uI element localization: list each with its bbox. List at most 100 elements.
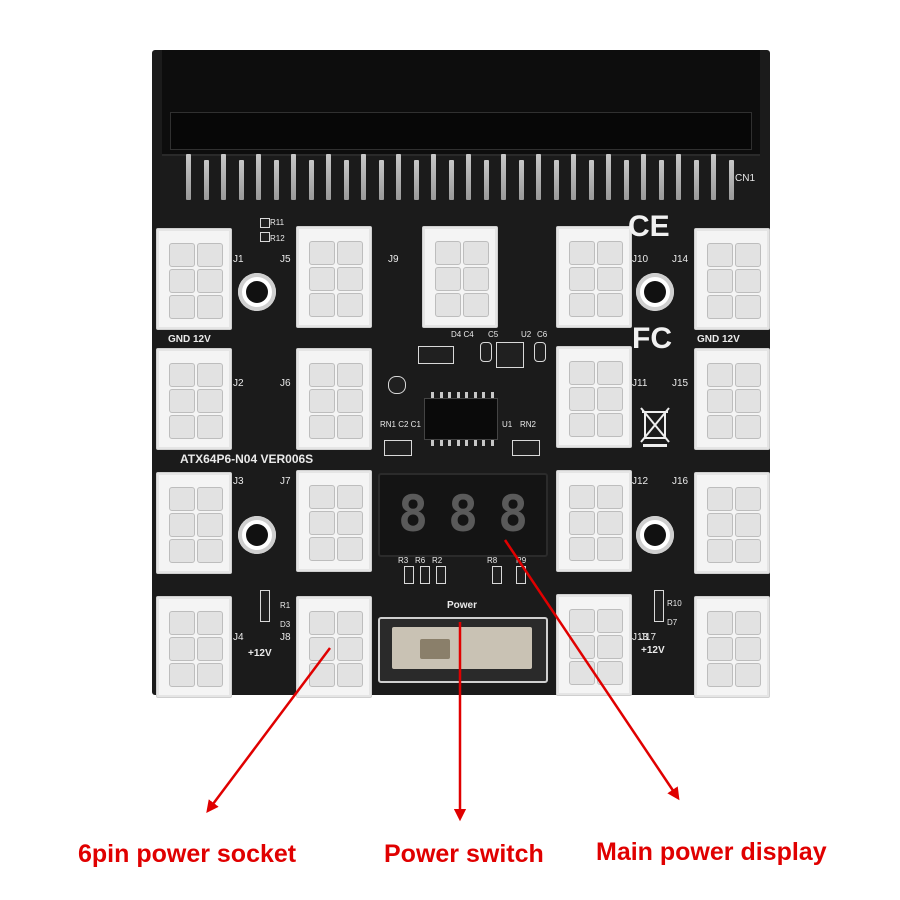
trim-pot	[388, 376, 406, 394]
chip-leg	[490, 440, 494, 446]
socket-pin-cavity	[735, 611, 761, 635]
socket-pin-cavity	[337, 511, 363, 535]
label-u2: U2	[521, 330, 532, 339]
socket-j15	[694, 348, 770, 450]
socket-pin-cavity	[309, 663, 335, 687]
header-pin	[501, 154, 506, 200]
socket-pin-cavity	[463, 241, 489, 265]
socket-pin-cavity	[707, 539, 733, 563]
weee-bin-icon	[640, 407, 670, 447]
label-j13: J13	[632, 632, 649, 643]
socket-pin-cavity	[309, 511, 335, 535]
label-rn1-c2-c1: RN1 C2 C1	[380, 420, 421, 429]
socket-pin-cavity	[707, 295, 733, 319]
socket-pin-cavity	[707, 363, 733, 387]
mount-hole-br	[636, 516, 674, 554]
header-pins	[182, 154, 752, 242]
label-j9: J9	[388, 254, 399, 265]
socket-pin-cavity	[735, 295, 761, 319]
smd-r9	[516, 566, 526, 584]
label-c6: C6	[537, 330, 548, 339]
socket-pin-cavity	[735, 269, 761, 293]
socket-pin-cavity	[597, 661, 623, 685]
chip-leg	[448, 440, 451, 446]
socket-j6	[296, 348, 372, 450]
main-power-display: 8 8 8	[378, 473, 548, 557]
socket-pin-cavity	[309, 241, 335, 265]
display-digit-3: 8	[497, 485, 529, 543]
caption-power-switch: Power switch	[384, 840, 544, 868]
label-j17: J17	[640, 632, 657, 643]
socket-pin-cavity	[169, 637, 195, 661]
socket-pin-cavity	[707, 663, 733, 687]
smd-r12	[260, 232, 270, 242]
smd-cap-c6	[534, 342, 546, 362]
socket-j13	[556, 594, 632, 696]
socket-pin-cavity	[597, 387, 623, 411]
socket-pin-cavity	[435, 267, 461, 291]
mount-hole-bl	[238, 516, 276, 554]
socket-pin-cavity	[169, 663, 195, 687]
header-pin	[676, 154, 681, 200]
plus12v-right-label: +12V	[641, 645, 665, 656]
power-switch[interactable]	[378, 617, 548, 683]
smd-r2	[436, 566, 446, 584]
socket-pin-cavity	[337, 241, 363, 265]
socket-pin-cavity	[597, 635, 623, 659]
socket-pin-cavity	[169, 269, 195, 293]
label-j12: J12	[632, 476, 649, 487]
label-j5: J5	[280, 254, 291, 265]
socket-pin-cavity	[337, 537, 363, 561]
smd-r6	[420, 566, 430, 584]
header-pin	[203, 160, 209, 200]
rn1-array	[384, 440, 412, 456]
socket-pin-cavity	[735, 663, 761, 687]
socket-j5	[296, 226, 372, 328]
socket-pin-cavity	[337, 389, 363, 413]
socket-pin-cavity	[597, 609, 623, 633]
mount-hole-tl	[238, 273, 276, 311]
label-j7: J7	[280, 476, 291, 487]
socket-pin-cavity	[735, 487, 761, 511]
ce-mark: CE	[628, 210, 670, 243]
header-pin	[273, 160, 279, 200]
chip-leg	[448, 392, 451, 398]
label-j10: J10	[632, 254, 649, 265]
display-digit-2: 8	[447, 485, 479, 543]
socket-pin-cavity	[707, 513, 733, 537]
smd-led-d7	[654, 590, 664, 622]
socket-pin-cavity	[309, 389, 335, 413]
socket-pin-cavity	[169, 415, 195, 439]
socket-pin-cavity	[435, 293, 461, 317]
socket-pin-cavity	[569, 511, 595, 535]
socket-pin-cavity	[197, 269, 223, 293]
caption-6pin-socket: 6pin power socket	[78, 840, 297, 868]
socket-pin-cavity	[309, 267, 335, 291]
socket-pin-cavity	[569, 485, 595, 509]
socket-pin-cavity	[337, 637, 363, 661]
smd-cap-c5	[480, 342, 492, 362]
socket-pin-cavity	[735, 389, 761, 413]
header-pin	[728, 160, 734, 200]
label-j11: J11	[632, 378, 648, 389]
socket-pin-cavity	[309, 293, 335, 317]
socket-pin-cavity	[569, 609, 595, 633]
header-pin	[466, 154, 471, 200]
switch-knob[interactable]	[420, 639, 450, 659]
header-pin	[413, 160, 419, 200]
label-j8: J8	[280, 632, 291, 643]
chip-leg	[431, 392, 434, 398]
socket-pin-cavity	[309, 485, 335, 509]
mount-hole-tr	[636, 273, 674, 311]
socket-pin-cavity	[197, 539, 223, 563]
label-r12: R12	[270, 234, 285, 243]
socket-j4	[156, 596, 232, 698]
chip-leg	[465, 440, 468, 446]
header-pin	[186, 154, 191, 200]
socket-pin-cavity	[309, 415, 335, 439]
socket-j7	[296, 470, 372, 572]
label-j4: J4	[233, 632, 244, 643]
socket-pin-cavity	[463, 293, 489, 317]
gnd-12v-left-label: GND 12V	[168, 334, 211, 345]
